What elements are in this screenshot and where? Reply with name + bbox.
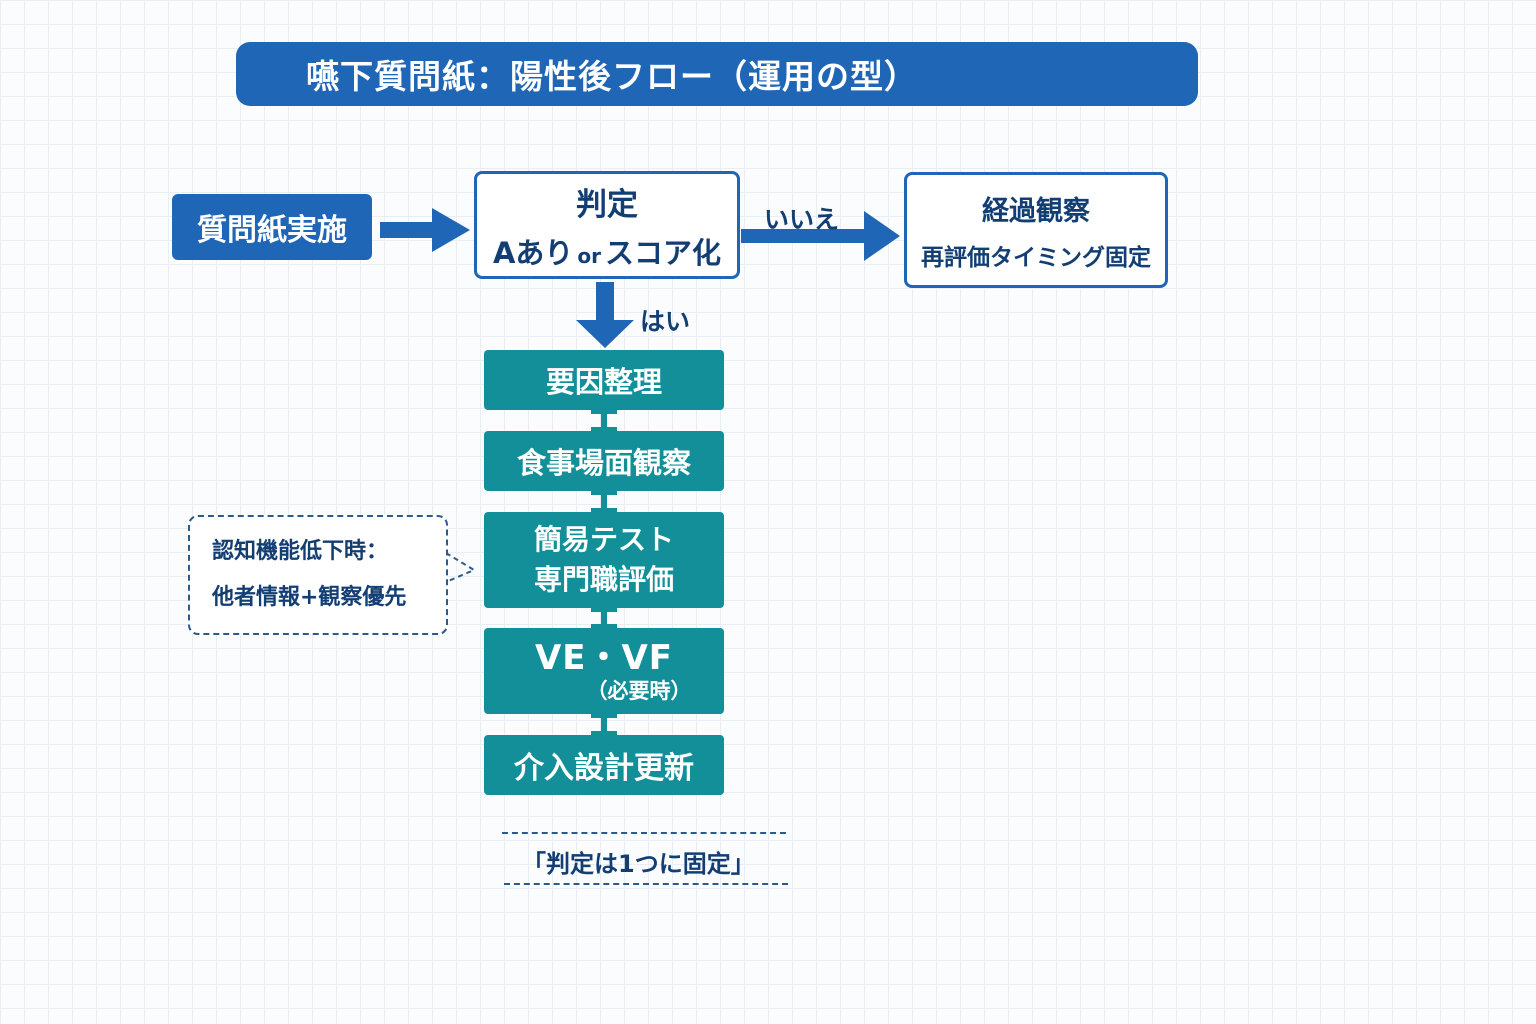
step-label: 簡易テスト: [533, 523, 674, 556]
footnote: 「判定は1つに固定」: [522, 850, 755, 878]
step-sublabel: （必要時）: [586, 679, 692, 703]
node-observation: 経過観察 再評価タイミング固定: [904, 172, 1168, 288]
step-simple-test: 簡易テスト 専門職評価: [484, 512, 724, 608]
step-intervention-update: 介入設計更新: [484, 735, 724, 795]
step-label: 介入設計更新: [514, 751, 694, 786]
note-line-1: 認知機能低下時：: [212, 539, 389, 564]
step-connector: [591, 714, 617, 735]
judgement-title: 判定: [576, 186, 638, 223]
step-label: 食事場面観察: [516, 446, 691, 480]
judgement-option-score: スコア化: [605, 235, 722, 270]
edge-label-yes: はい: [640, 307, 691, 336]
edge-label-no: いいえ: [764, 205, 840, 234]
page-title: 嚥下質問紙：陽性後フロー（運用の型）: [236, 42, 1198, 106]
note-line-2: 他者情報+観察優先: [212, 585, 407, 610]
step-connector: [591, 491, 617, 512]
node-questionnaire: 質問紙実施: [172, 194, 372, 260]
step-connector: [591, 410, 617, 431]
step-factor-analysis: 要因整理: [484, 350, 724, 410]
step-label: 要因整理: [545, 365, 662, 399]
cognitive-note: 認知機能低下時： 他者情報+観察優先: [188, 515, 448, 635]
observation-detail: 再評価タイミング固定: [921, 244, 1151, 271]
arrow-judgement-to-steps: [576, 282, 634, 348]
step-label: VE・VF: [534, 638, 674, 678]
judgement-option-a: Aあり: [492, 235, 574, 270]
step-sublabel: 専門職評価: [533, 563, 674, 596]
observation-title: 経過観察: [982, 195, 1090, 227]
note-pointer: [445, 552, 477, 583]
judgement-or: or: [577, 243, 602, 268]
step-ve-vf: VE・VF （必要時）: [484, 628, 724, 714]
footnote-divider-top: [502, 832, 786, 834]
arrow-questionnaire-to-judgement: [380, 208, 470, 252]
arrow-judgement-to-observation: [741, 211, 900, 261]
step-meal-observation: 食事場面観察: [484, 431, 724, 491]
step-connector: [591, 608, 617, 628]
footnote-divider-bottom: [504, 883, 788, 885]
